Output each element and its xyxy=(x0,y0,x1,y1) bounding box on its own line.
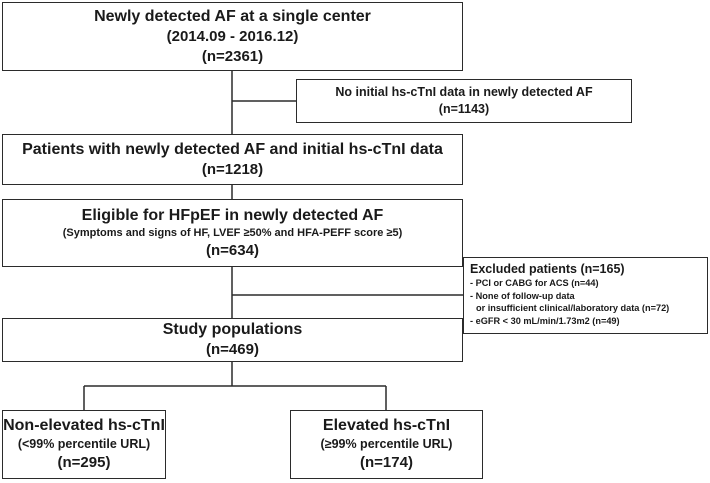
non-elevated-title: Non-elevated hs-cTnI xyxy=(3,417,165,434)
initial-count: (n=2361) xyxy=(201,47,264,65)
study-count: (n=469) xyxy=(206,341,259,358)
non-elevated-count: (n=295) xyxy=(57,454,111,471)
box-elevated-hs-ctni: Elevated hs-cTnI (≥99% percentile URL) (… xyxy=(290,410,483,479)
initial-period: (2014.09 - 2016.12) xyxy=(166,27,299,45)
box-no-initial-data: No initial hs-cTnI data in newly detecte… xyxy=(296,79,632,123)
initial-title: Newly detected AF at a single center xyxy=(94,7,371,25)
eligible-title: Eligible for HFpEF in newly detected AF xyxy=(81,206,384,224)
with-data-title: Patients with newly detected AF and init… xyxy=(22,140,443,158)
excluded-item-egfr: - eGFR < 30 mL/min/1.73m2 (n=49) xyxy=(470,315,620,326)
eligible-criteria: (Symptoms and signs of HF, LVEF ≥50% and… xyxy=(62,226,403,239)
elevated-count: (n=174) xyxy=(360,454,413,471)
excluded-item-insufficient-data: or insufficient clinical/laboratory data… xyxy=(476,303,670,313)
excluded-title: Excluded patients (n=165) xyxy=(470,262,625,276)
excluded-item-acs: - PCI or CABG for ACS (n=44) xyxy=(470,278,599,288)
box-excluded-patients: Excluded patients (n=165) - PCI or CABG … xyxy=(463,257,708,334)
box-study-populations: Study populations (n=469) xyxy=(2,318,463,362)
elevated-criteria: (≥99% percentile URL) xyxy=(320,437,453,451)
no-data-title: No initial hs-cTnI data in newly detecte… xyxy=(335,85,593,99)
box-initial-cohort: Newly detected AF at a single center (20… xyxy=(2,2,463,71)
eligible-count: (n=634) xyxy=(206,241,259,259)
box-with-initial-data: Patients with newly detected AF and init… xyxy=(2,134,463,185)
non-elevated-criteria: (<99% percentile URL) xyxy=(17,437,151,451)
box-non-elevated-hs-ctni: Non-elevated hs-cTnI (<99% percentile UR… xyxy=(2,410,166,479)
with-data-count: (n=1218) xyxy=(201,160,264,178)
excluded-item-no-followup: - None of follow-up data xyxy=(470,290,575,301)
elevated-title: Elevated hs-cTnI xyxy=(322,417,451,434)
study-title: Study populations xyxy=(162,321,303,338)
box-eligible-hfpef: Eligible for HFpEF in newly detected AF … xyxy=(2,199,463,267)
no-data-count: (n=1143) xyxy=(438,102,490,116)
